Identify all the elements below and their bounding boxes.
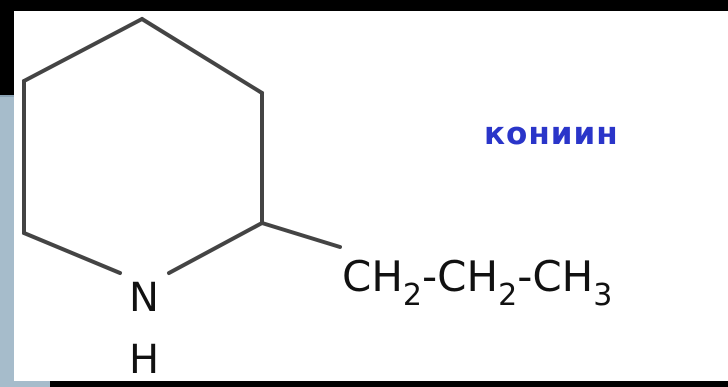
chain-subscript-3: 3 [593, 278, 612, 313]
compound-name-label: кониин [484, 116, 619, 152]
chain-group-1: CH [342, 252, 403, 301]
ring-bond-top-right [140, 17, 264, 95]
side-chain-bond [260, 221, 342, 249]
ring-nitrogen: N [129, 275, 159, 321]
chain-bond-dash-2: - [517, 252, 532, 301]
piperidine-ring [22, 17, 342, 275]
coniine-structure: N H CH2-CH2-CH3 кониин [22, 17, 619, 381]
chain-subscript-1: 2 [403, 278, 422, 313]
ring-bond-lower-right [167, 221, 264, 275]
chain-group-2: CH [437, 252, 498, 301]
chain-subscript-2: 2 [498, 278, 517, 313]
ring-bond-top-left [22, 17, 144, 83]
propyl-chain: CH2-CH2-CH3 [342, 252, 612, 313]
ring-nitrogen-hydrogen: H [129, 337, 159, 381]
chain-bond-dash-1: - [422, 252, 437, 301]
ring-bond-lower-left [22, 231, 122, 275]
chain-group-3: CH [532, 252, 593, 301]
structure-canvas: N H CH2-CH2-CH3 кониин [14, 11, 728, 381]
